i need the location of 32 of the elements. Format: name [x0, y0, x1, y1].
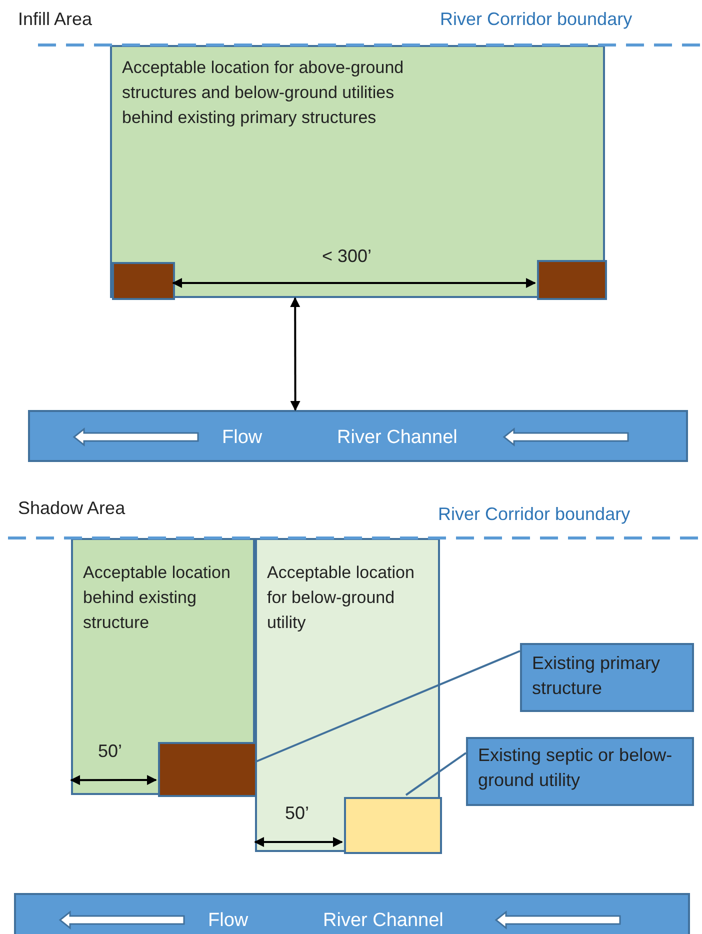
river-label: River Channel — [323, 909, 444, 933]
structure-block — [158, 742, 257, 797]
area-description: Existing septic or below-ground utility — [478, 744, 674, 792]
edge-label: 50’ — [285, 802, 310, 824]
structure-block — [537, 260, 607, 300]
boundary-label: River Corridor boundary — [438, 503, 630, 525]
callout-box — [520, 643, 694, 712]
area-description: Acceptable location for below-ground utility — [267, 562, 416, 634]
river-label: River Channel — [337, 426, 458, 450]
area-description: Acceptable location for above-ground structures and below-ground utilities behind existing primary structures — [122, 57, 405, 129]
boundary-label: River Corridor boundary — [440, 8, 632, 30]
arrow — [172, 278, 536, 288]
zone-area — [255, 538, 440, 852]
utility-block — [344, 797, 442, 854]
edge-label: 50’ — [98, 740, 122, 762]
edge-label: < 300’ — [322, 245, 372, 267]
callout-box — [466, 737, 694, 806]
leader-line — [405, 752, 467, 796]
arrow — [290, 297, 300, 411]
zone-area — [110, 45, 605, 298]
leader-line — [254, 650, 520, 763]
area-title: Shadow Area — [18, 497, 126, 519]
zone-area — [71, 538, 255, 795]
area-title: Infill Area — [18, 8, 92, 30]
flow-label: Flow — [208, 909, 250, 933]
river-channel-band — [28, 410, 688, 462]
area-description: Existing primary structure — [532, 652, 662, 700]
area-description: Acceptable location behind existing structure — [83, 562, 232, 634]
arrow — [70, 775, 157, 786]
arrow — [254, 837, 343, 847]
structure-block — [112, 262, 175, 300]
flow-label: Flow — [222, 426, 264, 450]
